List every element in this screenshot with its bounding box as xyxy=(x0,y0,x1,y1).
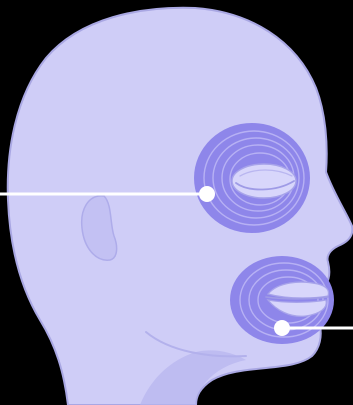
mouth-callout-dot xyxy=(274,320,290,336)
eye-muscle-region xyxy=(194,123,310,233)
eye-callout-dot xyxy=(199,186,215,202)
closed-eyelid xyxy=(232,164,296,198)
